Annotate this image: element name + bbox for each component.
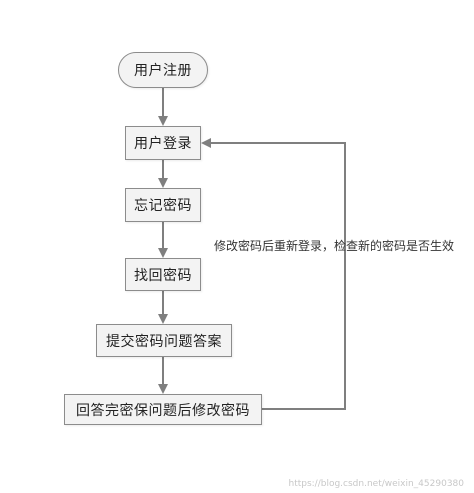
node-answer-and-change-label: 回答完密保问题后修改密码 bbox=[76, 402, 250, 419]
node-forgot-password: 忘记密码 bbox=[125, 188, 201, 222]
node-retrieve-password-label: 找回密码 bbox=[134, 267, 192, 284]
node-retrieve-password: 找回密码 bbox=[125, 258, 201, 291]
annotation-relogin-note: 修改密码后重新登录，检查新的密码是否生效 bbox=[214, 239, 455, 253]
node-answer-and-change: 回答完密保问题后修改密码 bbox=[64, 394, 262, 425]
watermark-text: https://blog.csdn.net/weixin_45290380 bbox=[288, 479, 464, 489]
node-user-register-label: 用户注册 bbox=[134, 63, 192, 79]
node-user-register: 用户注册 bbox=[118, 52, 208, 88]
node-submit-answer: 提交密码问题答案 bbox=[96, 324, 232, 357]
node-forgot-password-label: 忘记密码 bbox=[134, 198, 192, 214]
node-user-login: 用户登录 bbox=[125, 126, 201, 160]
node-submit-answer-label: 提交密码问题答案 bbox=[106, 333, 222, 350]
arrow-answer-back-to-login bbox=[201, 138, 346, 410]
node-user-login-label: 用户登录 bbox=[134, 136, 192, 152]
